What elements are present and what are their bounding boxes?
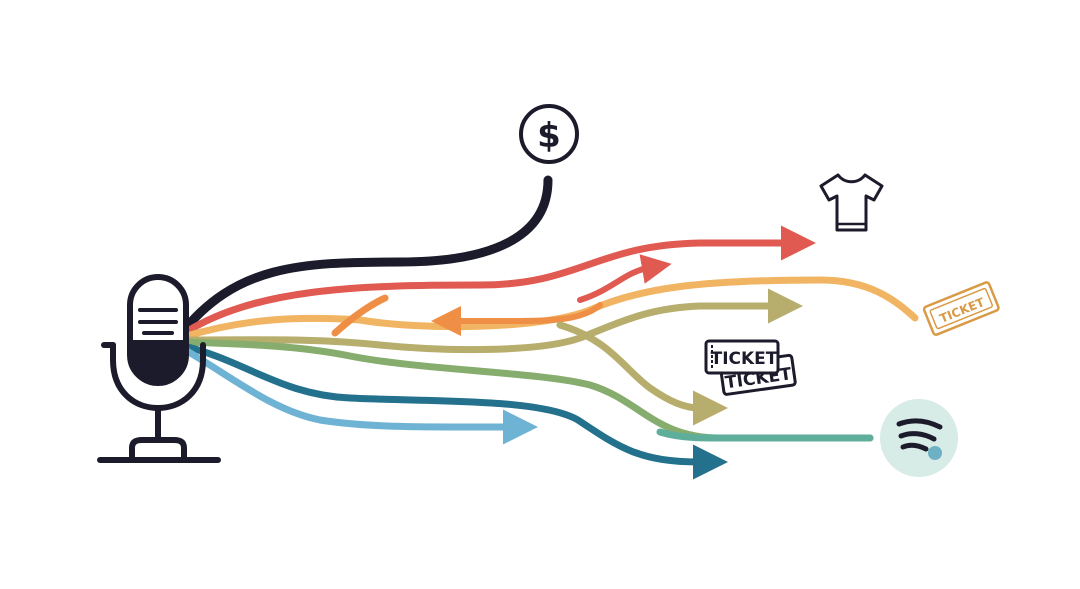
stream-to-streaming [176,338,874,442]
stream-to-ticket [176,276,919,342]
stream-teal-end [656,428,874,442]
ticket-icon: TICKET [922,281,1000,336]
dollar-coin-icon: $ [519,104,579,164]
ticket-front-label: TICKET [711,349,778,369]
microphone-icon [97,274,221,463]
stream-olive-to-tickets [556,321,728,426]
flow-streams [175,175,919,480]
stream-dark-teal [176,341,728,480]
stream-olive-right [176,288,803,354]
stream-to-dollar [175,175,553,340]
tshirt-icon [819,173,884,232]
ticket-stack-icon: TICKET TICKET [704,339,797,396]
dollar-symbol: $ [537,116,561,156]
stream-light-blue [176,343,538,445]
stream-orange-cross [331,294,389,337]
streaming-icon [880,399,958,477]
stream-red-branch [577,254,672,303]
stream-orange-left [431,302,603,336]
stream-to-tshirt [176,225,816,340]
